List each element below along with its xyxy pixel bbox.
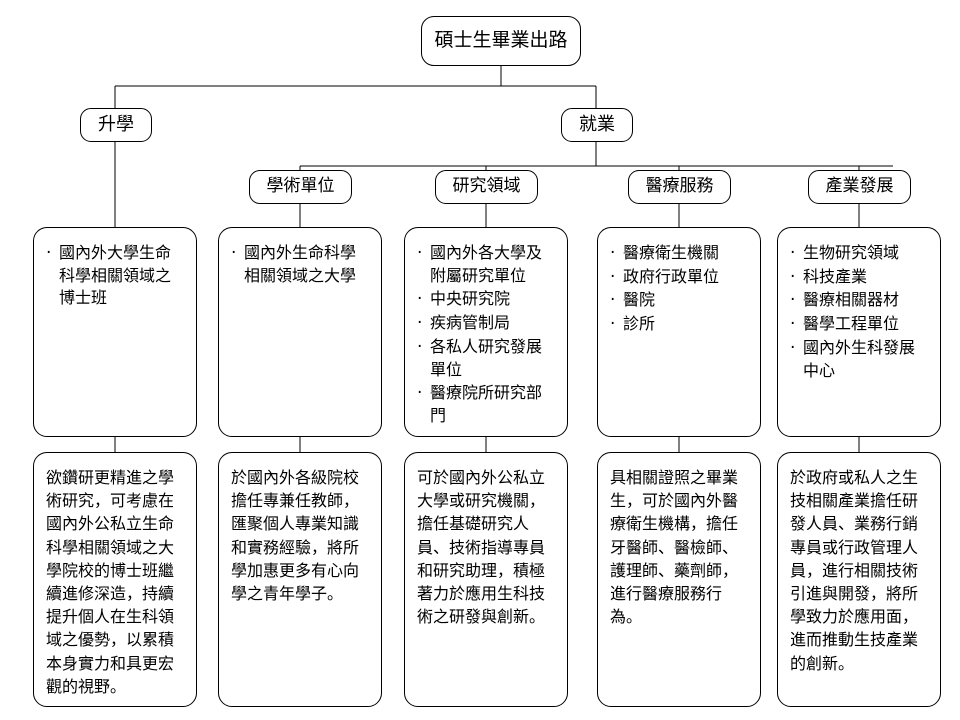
node-medical-service[interactable]: 醫療服務	[628, 170, 731, 204]
list-item: 醫學工程單位	[788, 312, 930, 336]
description-text: 具相關證照之畢業生，可於國內外醫療衛生機構，擔任牙醫師、醫檢師、護理師、藥劑師，…	[610, 468, 739, 627]
node-further-study[interactable]: 升學	[80, 108, 152, 142]
list-item: 疾病管制局	[415, 311, 557, 335]
bullet-list-research-field: 國內外各大學及附屬研究單位 中央研究院 疾病管制局 各私人研究發展單位 醫療院所…	[415, 241, 557, 428]
node-root[interactable]: 碩士生畢業出路	[421, 16, 581, 66]
panel-items-industry-development: 生物研究領域 科技產業 醫療相關器材 醫學工程單位 國內外生科發展中心	[777, 227, 941, 437]
bullet-list-industry-development: 生物研究領域 科技產業 醫療相關器材 醫學工程單位 國內外生科發展中心	[788, 241, 930, 382]
list-item: 醫療衛生機關	[608, 241, 750, 265]
panel-items-academic-unit: 國內外生命科學相關領域之大學	[218, 227, 382, 437]
panel-description-industry-development: 於政府或私人之生技相關產業擔任研發人員、業務行銷專員或行政管理人員，進行相關技術…	[777, 452, 941, 707]
list-item: 醫療院所研究部門	[415, 381, 557, 427]
description-text: 欲鑽研更精進之學術研究，可考慮在國內外公私立生命科學相關領域之大學院校的博士班繼…	[46, 468, 175, 696]
list-item: 醫療相關器材	[788, 288, 930, 312]
panel-items-medical-service: 醫療衛生機關 政府行政單位 醫院 診所	[597, 227, 761, 437]
bullet-list-further-study: 國內外大學生命科學相關領域之博士班	[44, 241, 186, 310]
panel-items-research-field: 國內外各大學及附屬研究單位 中央研究院 疾病管制局 各私人研究發展單位 醫療院所…	[404, 227, 568, 437]
panel-description-medical-service: 具相關證照之畢業生，可於國內外醫療衛生機構，擔任牙醫師、醫檢師、護理師、藥劑師，…	[597, 452, 761, 707]
bullet-list-medical-service: 醫療衛生機關 政府行政單位 醫院 診所	[608, 241, 750, 336]
list-item: 科技產業	[788, 265, 930, 289]
description-text: 可於國內外公私立大學或研究機關，擔任基礎研究人員、技術指導專員和研究助理，積極著…	[417, 468, 546, 627]
bullet-list-academic-unit: 國內外生命科學相關領域之大學	[229, 241, 371, 287]
panel-description-further-study: 欲鑽研更精進之學術研究，可考慮在國內外公私立生命科學相關領域之大學院校的博士班繼…	[33, 452, 197, 707]
list-item: 診所	[608, 312, 750, 336]
node-industry-development[interactable]: 產業發展	[808, 170, 911, 204]
list-item: 國內外大學生命科學相關領域之博士班	[44, 241, 186, 310]
node-employment[interactable]: 就業	[561, 108, 633, 142]
list-item: 國內外生科發展中心	[788, 336, 930, 382]
panel-items-further-study: 國內外大學生命科學相關領域之博士班	[33, 227, 197, 437]
list-item: 醫院	[608, 288, 750, 312]
list-item: 中央研究院	[415, 287, 557, 311]
node-academic-unit[interactable]: 學術單位	[249, 170, 352, 204]
list-item: 政府行政單位	[608, 265, 750, 289]
panel-description-academic-unit: 於國內外各級院校擔任專兼任教師，匯聚個人專業知識和實務經驗，將所學加惠更多有心向…	[218, 452, 382, 707]
list-item: 國內外生命科學相關領域之大學	[229, 241, 371, 287]
description-text: 於國內外各級院校擔任專兼任教師，匯聚個人專業知識和實務經驗，將所學加惠更多有心向…	[231, 468, 360, 603]
list-item: 各私人研究發展單位	[415, 335, 557, 381]
description-text: 於政府或私人之生技相關產業擔任研發人員、業務行銷專員或行政管理人員，進行相關技術…	[790, 468, 919, 673]
node-research-field[interactable]: 研究領域	[435, 170, 538, 204]
panel-description-research-field: 可於國內外公私立大學或研究機關，擔任基礎研究人員、技術指導專員和研究助理，積極著…	[404, 452, 568, 707]
list-item: 國內外各大學及附屬研究單位	[415, 241, 557, 287]
list-item: 生物研究領域	[788, 241, 930, 265]
